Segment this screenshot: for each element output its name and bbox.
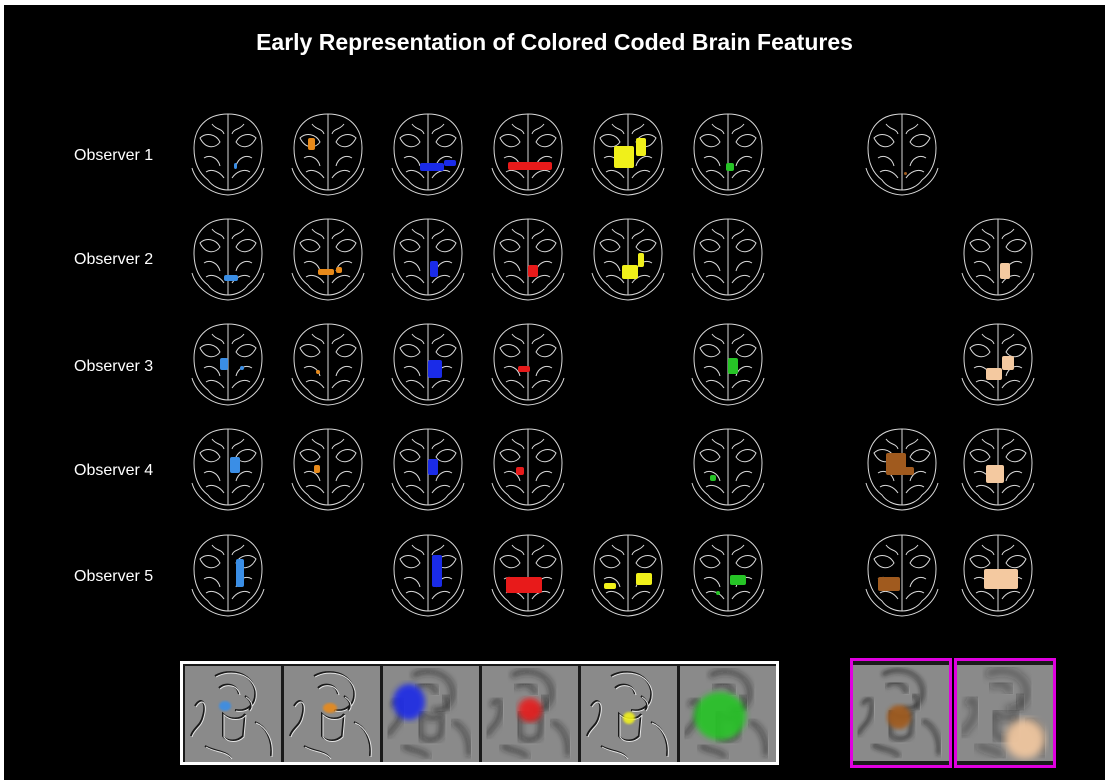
feature-image [284,666,380,762]
highlight-frame-2 [954,658,1056,768]
brain-map [860,108,944,198]
brain-map [186,213,270,303]
brain-map [486,213,570,303]
feature-image-strip [180,661,779,765]
brain-map [486,423,570,513]
brain-map [686,213,770,303]
brain-map [286,108,370,198]
observer-label: Observer 2 [74,251,194,269]
brain-map [286,423,370,513]
observer-label: Observer 5 [74,568,194,586]
brain-map [686,318,770,408]
brain-map [386,423,470,513]
brain-map [186,423,270,513]
brain-map [186,529,270,619]
brain-map [956,423,1040,513]
brain-map [956,318,1040,408]
observer-label: Observer 3 [74,358,194,376]
figure-canvas: Early Representation of Colored Coded Br… [4,5,1105,780]
highlight-frame-1 [850,658,952,768]
brain-map [186,318,270,408]
observer-label: Observer 1 [74,147,194,165]
brain-map [686,108,770,198]
feature-image [680,666,776,762]
brain-map [486,108,570,198]
brain-map [860,423,944,513]
brain-map [486,318,570,408]
brain-map [586,213,670,303]
figure-title: Early Representation of Colored Coded Br… [4,29,1105,56]
feature-image [383,666,479,762]
brain-map [386,318,470,408]
brain-map [386,529,470,619]
brain-map [956,213,1040,303]
brain-map [486,529,570,619]
observer-label: Observer 4 [74,462,194,480]
brain-map [686,423,770,513]
brain-map [586,108,670,198]
feature-image [957,665,1053,761]
feature-image [185,666,281,762]
brain-map [386,213,470,303]
feature-image [482,666,578,762]
brain-map [586,529,670,619]
brain-map [956,529,1040,619]
brain-map [286,318,370,408]
brain-map [386,108,470,198]
brain-map [686,529,770,619]
brain-map [286,213,370,303]
brain-map [186,108,270,198]
brain-map [860,529,944,619]
feature-image [853,665,949,761]
feature-image [581,666,677,762]
